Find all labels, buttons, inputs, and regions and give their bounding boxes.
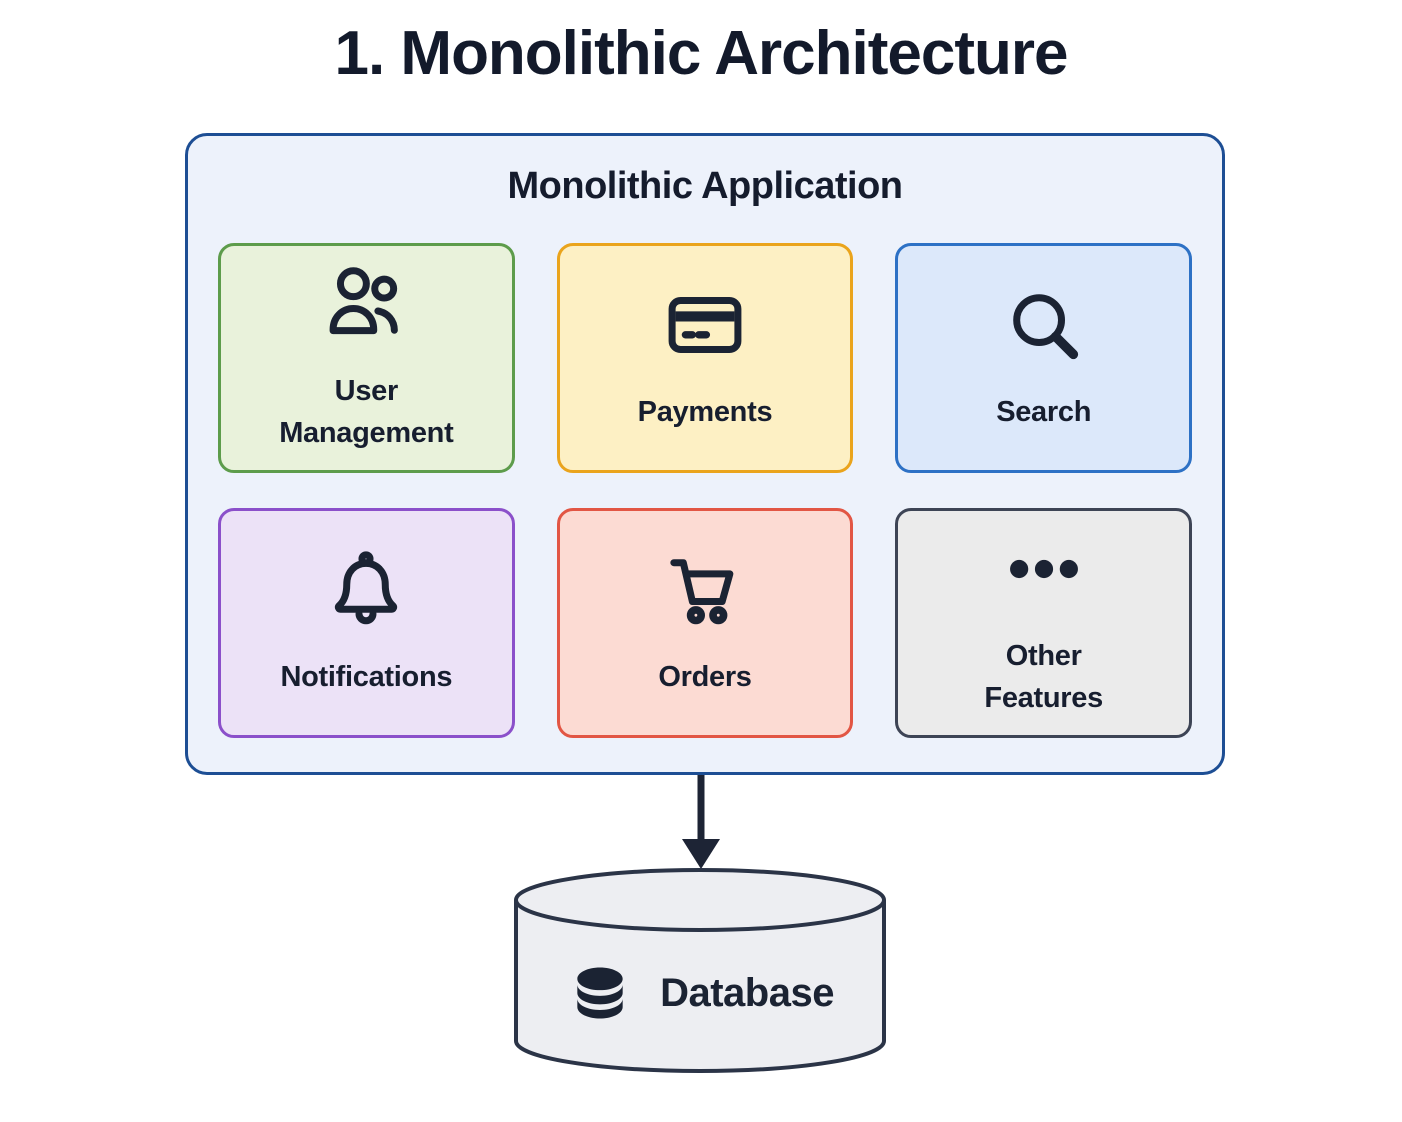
module-card-payments: Payments	[556, 243, 854, 473]
module-card-search: Search	[895, 243, 1192, 473]
database-icon	[566, 959, 634, 1027]
database-cylinder	[514, 868, 886, 1073]
module-label: User Management	[279, 374, 454, 449]
cart-icon	[663, 548, 747, 632]
ellipsis-icon	[1002, 527, 1086, 611]
module-label: Notifications	[280, 660, 453, 693]
users-icon	[324, 262, 408, 346]
panel-title: Monolithic Application	[507, 165, 904, 207]
database-content: Database	[510, 948, 890, 1038]
monolith-panel: Monolithic Application User Management	[185, 133, 1225, 775]
arrow-to-database	[682, 775, 720, 869]
module-card-user-management: User Management	[218, 243, 515, 473]
search-icon	[1002, 283, 1086, 367]
modules-grid: User Management Payments Search	[218, 243, 1192, 738]
module-label: Orders	[658, 660, 752, 693]
module-label: Other Features	[984, 639, 1103, 714]
page-title: 1. Monolithic Architecture	[334, 19, 1068, 88]
bell-icon	[324, 548, 408, 632]
database-label: Database	[660, 970, 834, 1015]
credit-card-icon	[663, 283, 747, 367]
module-label: Payments	[637, 395, 773, 428]
module-card-notifications: Notifications	[218, 508, 515, 738]
module-label: Search	[996, 395, 1092, 428]
module-card-orders: Orders	[556, 508, 854, 738]
module-card-other-features: Other Features	[895, 508, 1192, 738]
